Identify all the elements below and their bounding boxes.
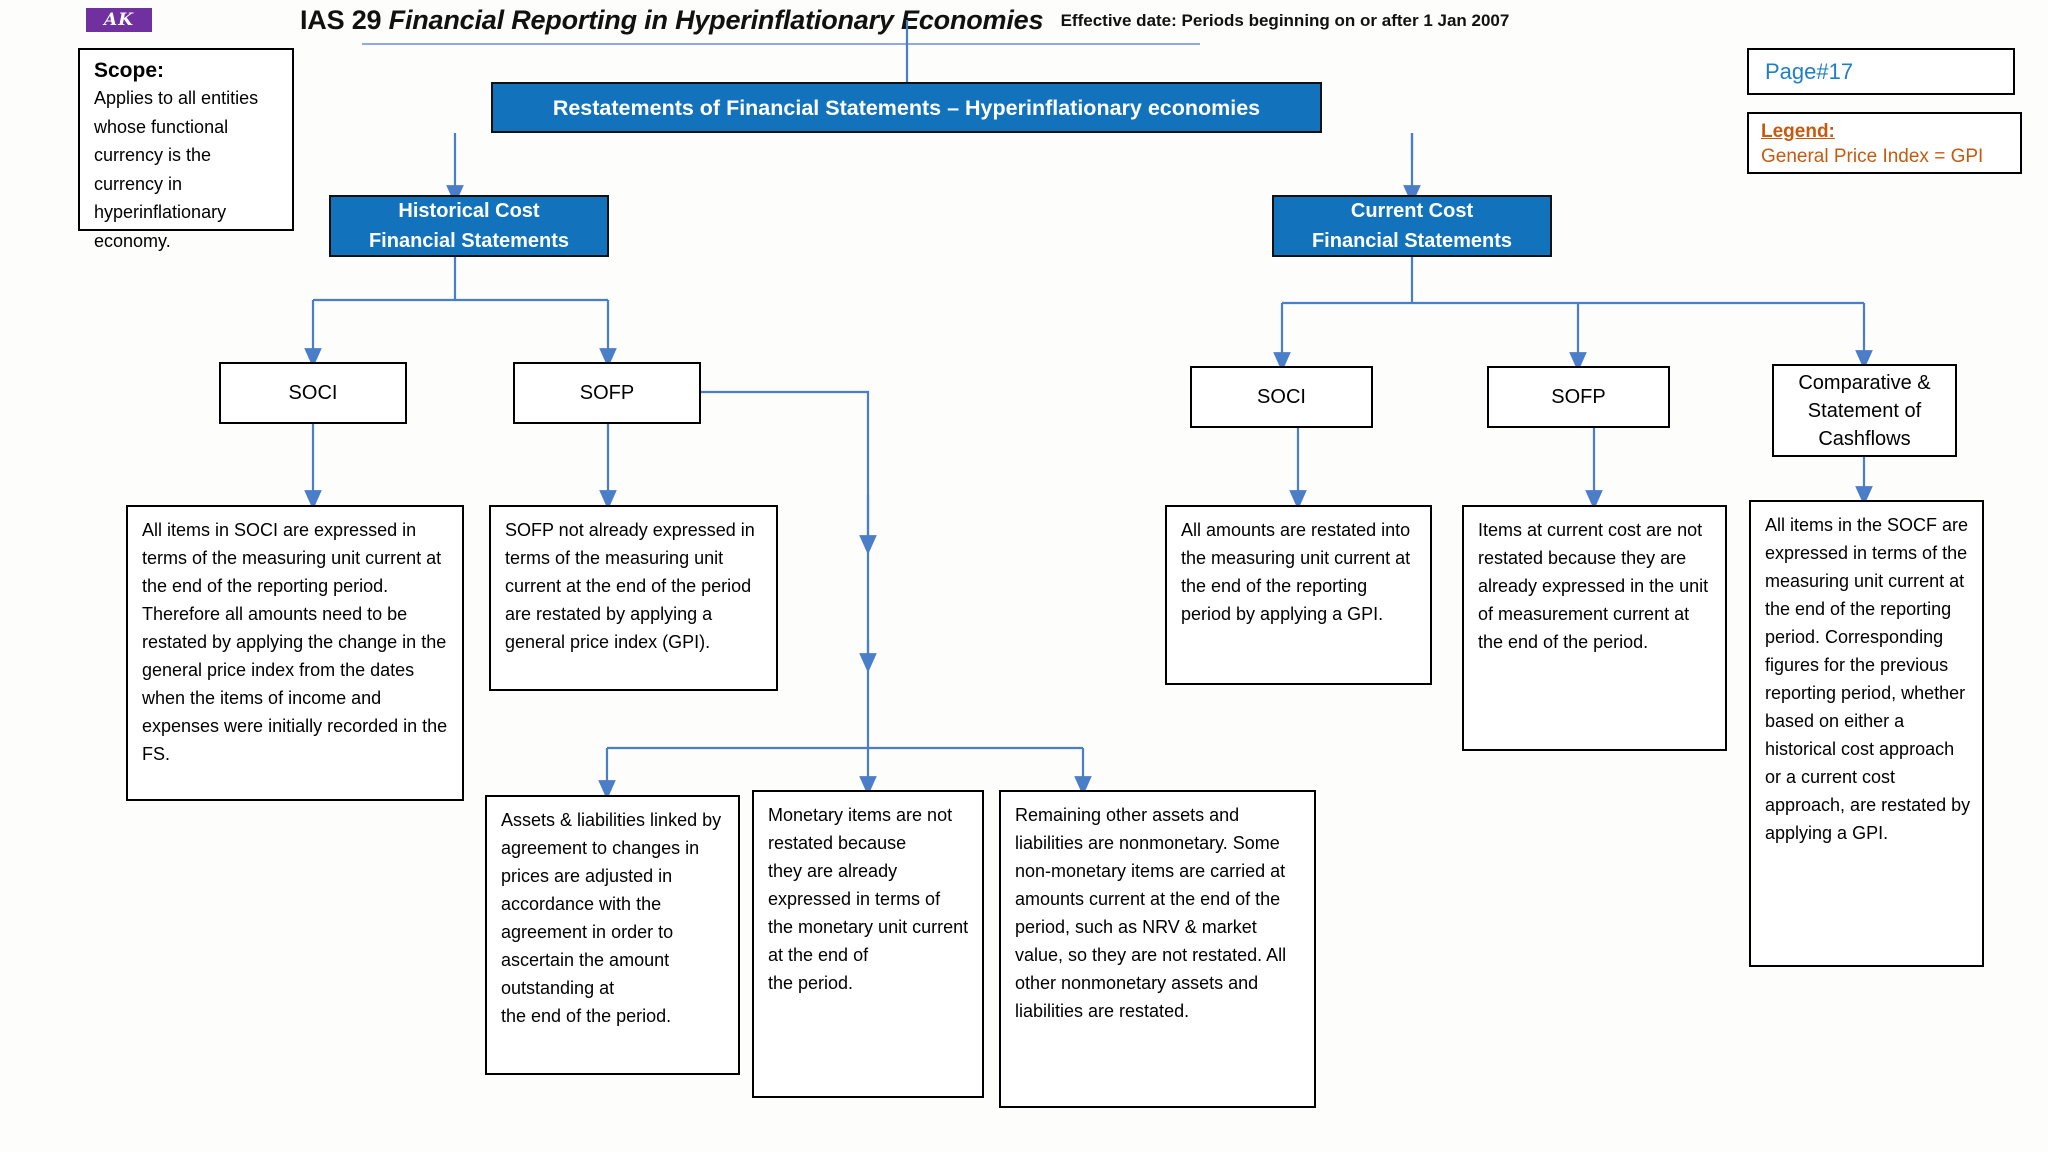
brand-logo: AK [86, 8, 152, 32]
page-title: IAS 29 Financial Reporting in Hyperinfla… [300, 5, 1750, 45]
legend-text: General Price Index = GPI [1761, 146, 1984, 167]
node-historical-cost-label: Historical Cost Financial Statements [368, 200, 570, 252]
text-box-historical-sofp: SOFP not already expressed in terms of t… [489, 505, 778, 691]
node-current-cost-label: Current Cost Financial Statements [1311, 200, 1513, 252]
effective-date-label: Effective date: Periods beginning on or … [1060, 11, 1510, 30]
title-underline-rule [362, 43, 1200, 45]
node-comparative-cashflows[interactable]: Comparative & Statement of Cashflows [1772, 364, 1957, 457]
text-box-monetary-items: Monetary items are not restated because … [752, 790, 984, 1098]
scope-title: Scope: [94, 59, 165, 82]
text-box-current-sofp: Items at current cost are not restated b… [1462, 505, 1727, 751]
node-current-soci[interactable]: SOCI [1190, 366, 1373, 428]
node-comparative-label: Comparative & Statement of Cashflows [1798, 371, 1931, 450]
page-number-box: Page#17 [1747, 48, 2015, 95]
text-box-remaining-assets: Remaining other assets and liabilities a… [999, 790, 1316, 1108]
text-box-assets-liabilities: Assets & liabilities linked by agreement… [485, 795, 740, 1075]
scope-box: Scope: Applies to all entities whose fun… [78, 48, 294, 251]
page-number-label: Page#17 [1765, 58, 1854, 84]
text-box-historical-soci: All items in SOCI are expressed in terms… [126, 505, 464, 801]
legend-title: Legend: [1761, 121, 1835, 142]
title-standard-part: IAS 29 [300, 5, 389, 35]
title-italic-part: Financial Reporting in Hyperinflationary… [388, 5, 1044, 35]
node-root[interactable]: Restatements of Financial Statements – H… [491, 82, 1322, 133]
node-current-cost[interactable]: Current Cost Financial Statements [1272, 195, 1552, 257]
node-current-sofp[interactable]: SOFP [1487, 366, 1670, 428]
node-historical-sofp[interactable]: SOFP [513, 362, 701, 424]
legend-box: Legend: General Price Index = GPI [1747, 112, 2022, 174]
scope-body-text: Applies to all entities whose functional… [94, 88, 259, 251]
node-historical-soci[interactable]: SOCI [219, 362, 407, 424]
text-box-current-soci: All amounts are restated into the measur… [1165, 505, 1432, 685]
node-historical-cost[interactable]: Historical Cost Financial Statements [329, 195, 609, 257]
text-box-comparative: All items in the SOCF are expressed in t… [1749, 500, 1984, 967]
